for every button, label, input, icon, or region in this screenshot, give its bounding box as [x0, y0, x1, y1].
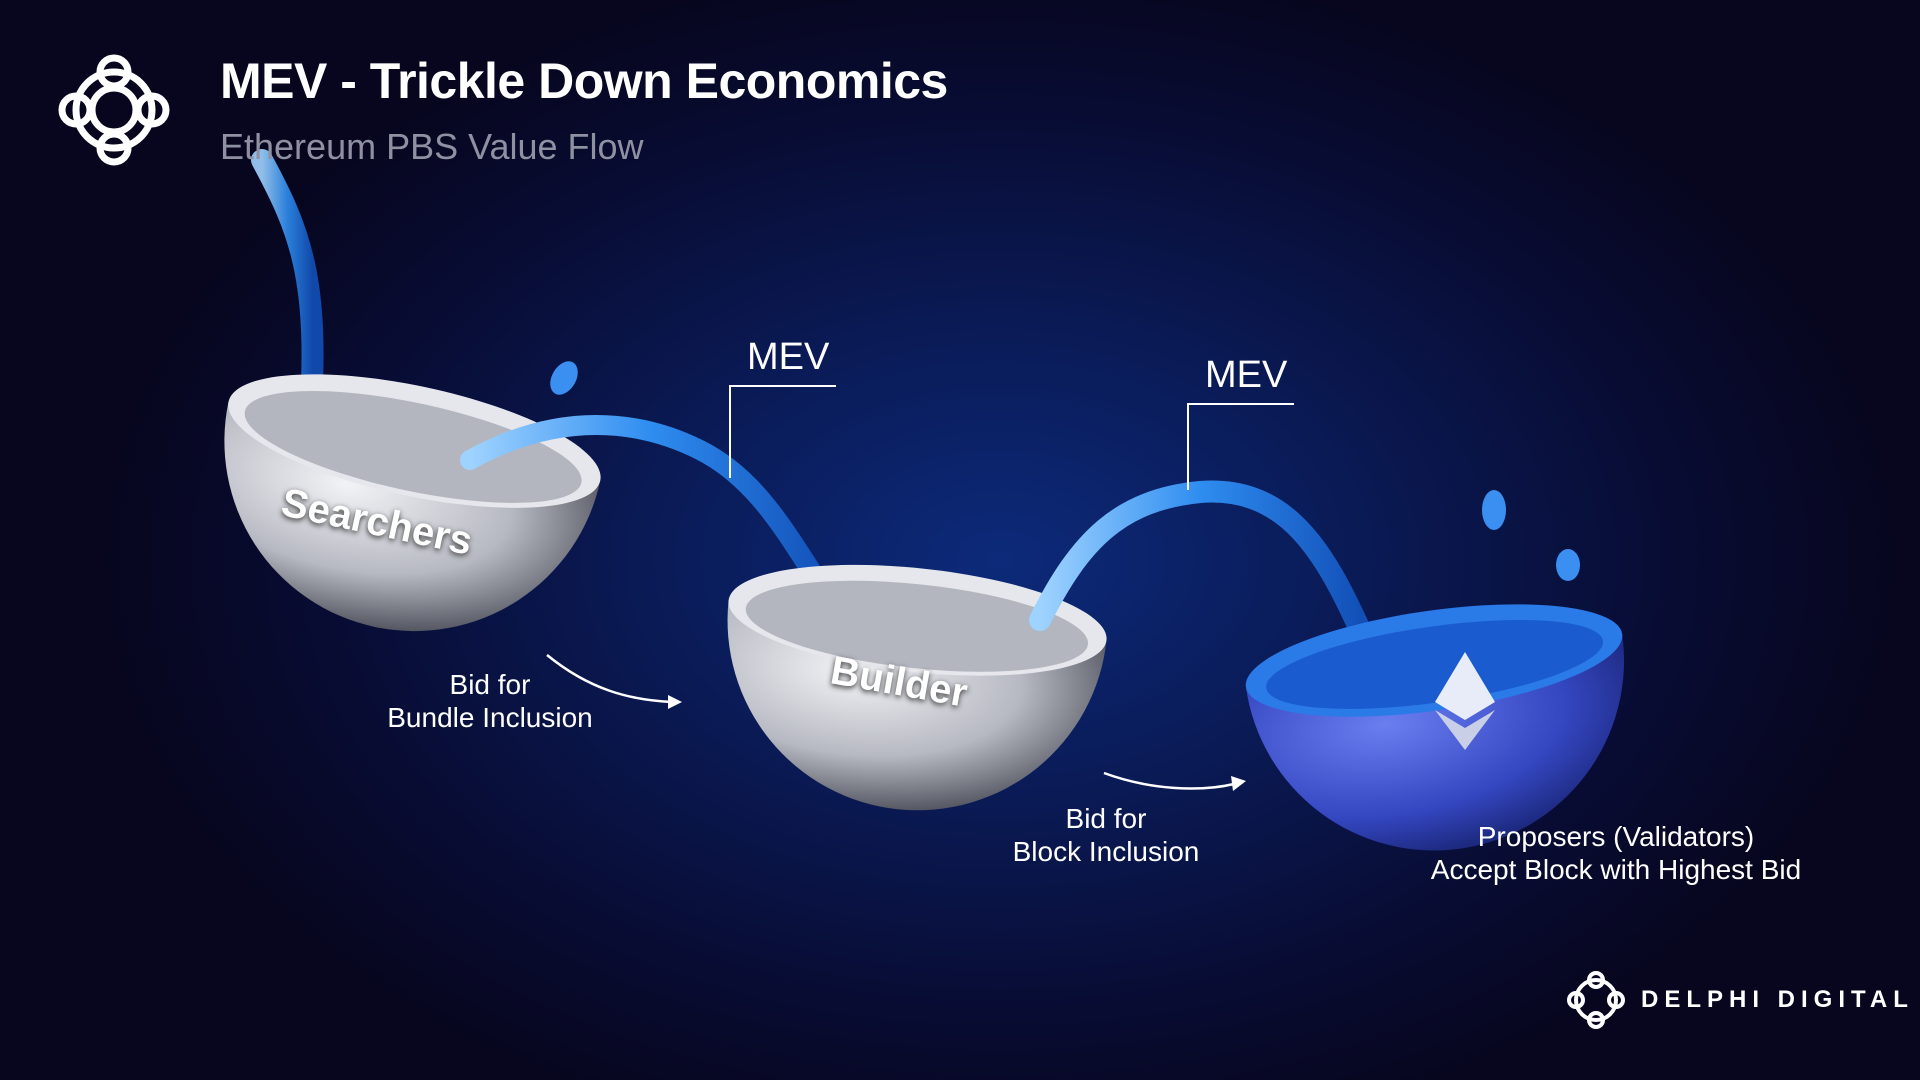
proposers-line2: Accept Block with Highest Bid — [1430, 854, 1802, 885]
delphi-knot-icon — [58, 54, 170, 166]
arrow-bundle-bid — [546, 654, 673, 704]
mev-label-2: MEV — [1205, 354, 1288, 396]
page-subtitle: Ethereum PBS Value Flow — [220, 126, 644, 167]
water-stream-builder-to-proposer — [1029, 480, 1371, 641]
water-droplet — [550, 361, 578, 395]
proposers-line1: Proposers (Validators) — [1477, 821, 1755, 852]
arrow-block-bid — [1103, 771, 1235, 790]
proposer-bowl — [1245, 604, 1625, 851]
arrow-head — [668, 695, 682, 709]
ethereum-icon — [1435, 652, 1495, 750]
delphi-footer-logo-icon — [1567, 971, 1625, 1029]
page-title: MEV - Trickle Down Economics — [220, 53, 948, 109]
bundle-bid-line2: Bundle Inclusion — [387, 702, 593, 733]
block-bid-line2: Block Inclusion — [1012, 836, 1200, 867]
block-bid-label: Bid for Block Inclusion — [956, 802, 1256, 868]
proposers-label: Proposers (Validators) Accept Block with… — [1386, 820, 1846, 886]
builder-bowl — [727, 564, 1107, 811]
arrow-head — [1231, 776, 1246, 791]
mev-leader-line-1 — [729, 385, 836, 478]
searchers-bowl — [224, 374, 601, 632]
water-stream-inflow — [251, 149, 324, 431]
water-droplet — [1482, 490, 1506, 530]
mev-label-1: MEV — [747, 336, 830, 378]
water-stream-searchers-to-builder — [460, 415, 840, 610]
footer-brand: DELPHI DIGITAL — [1641, 986, 1914, 1013]
water-droplet — [1556, 549, 1580, 581]
bundle-bid-line1: Bid for — [449, 669, 531, 700]
bundle-bid-label: Bid for Bundle Inclusion — [340, 668, 640, 734]
mev-leader-line-2 — [1187, 403, 1294, 490]
block-bid-line1: Bid for — [1065, 803, 1147, 834]
